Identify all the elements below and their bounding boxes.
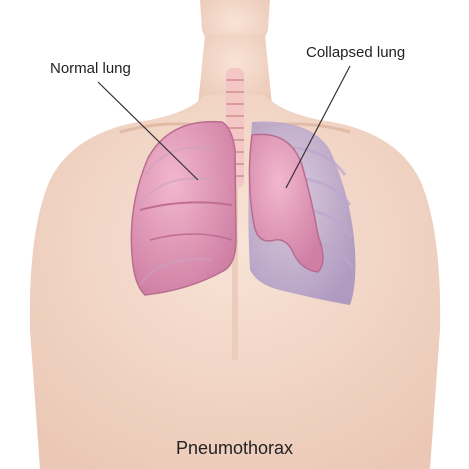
- caption: Pneumothorax: [0, 438, 469, 459]
- collapsed-lung-label: Collapsed lung: [306, 44, 405, 61]
- normal-lung-label: Normal lung: [50, 60, 131, 77]
